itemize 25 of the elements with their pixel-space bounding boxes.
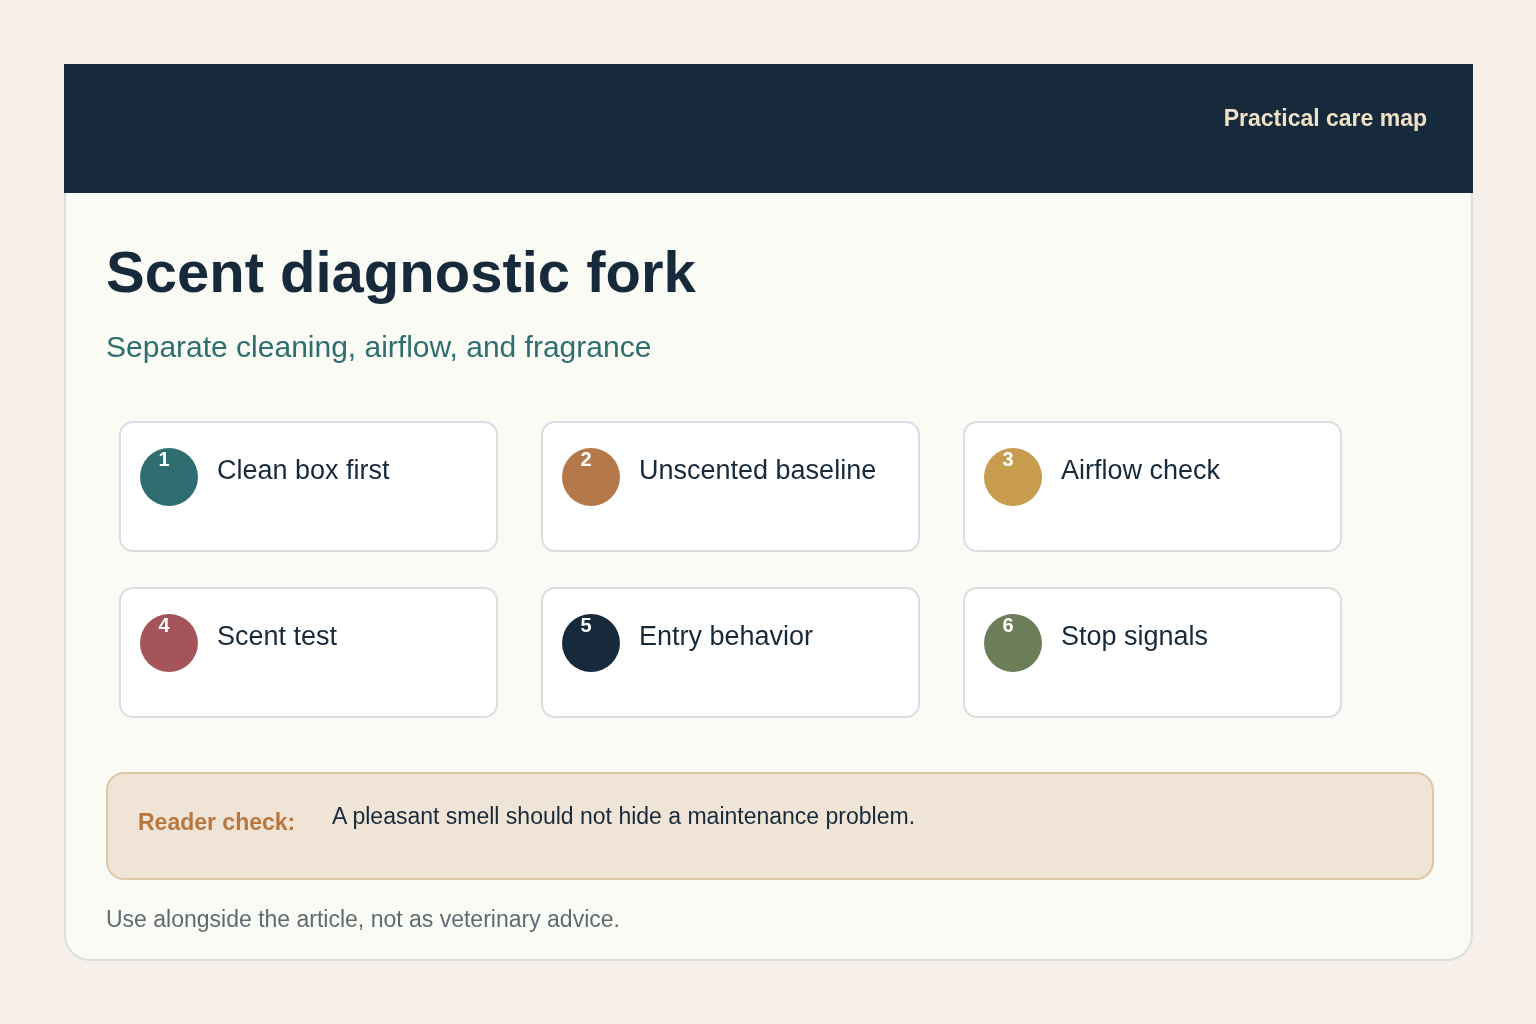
step-card <box>963 421 1342 552</box>
step-number: 1 <box>140 448 198 506</box>
step-label: Unscented baseline <box>639 454 878 487</box>
footnote: Use alongside the article, not as veterinary advice. <box>106 906 620 933</box>
step-card <box>119 421 498 552</box>
note-heading: Reader check: <box>138 809 296 836</box>
step-number: 6 <box>984 614 1042 672</box>
step-label: Stop signals <box>1061 620 1210 653</box>
note-text: A pleasant smell should not hide a maintenance problem. <box>332 803 916 830</box>
header-tagline: Practical care map <box>1223 105 1427 132</box>
step-label: Clean box first <box>217 454 391 487</box>
step-card <box>541 421 920 552</box>
step-label: Scent test <box>217 620 339 653</box>
step-number: 2 <box>562 448 620 506</box>
step-card <box>119 587 498 718</box>
subtitle: Separate cleaning, airflow, and fragrance <box>106 329 652 365</box>
step-number: 5 <box>562 614 620 672</box>
title: Scent diagnostic fork <box>106 239 696 306</box>
step-label: Entry behavior <box>639 620 815 653</box>
step-number: 4 <box>140 614 198 672</box>
step-label: Airflow check <box>1061 454 1222 487</box>
step-number: 3 <box>984 448 1042 506</box>
note-panel <box>106 772 1434 880</box>
step-card <box>541 587 920 718</box>
step-card <box>963 587 1342 718</box>
